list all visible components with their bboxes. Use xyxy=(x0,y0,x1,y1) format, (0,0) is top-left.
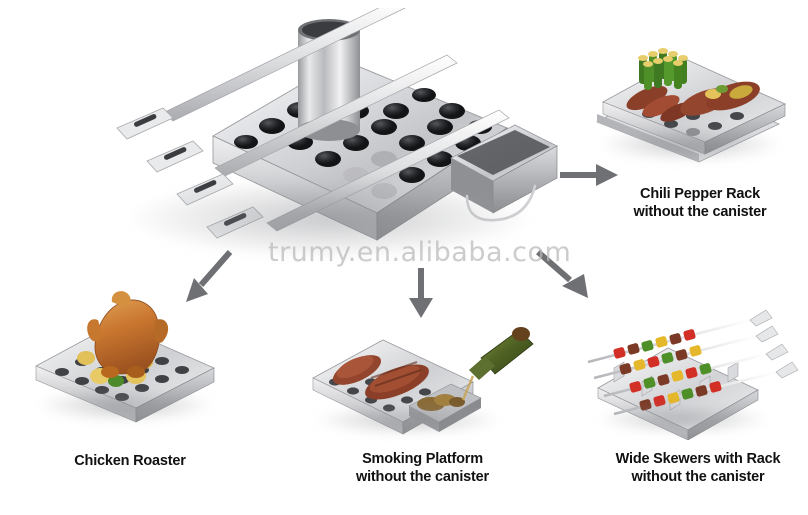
arrow-to-chili-pepper-rack xyxy=(560,164,618,186)
chicken-roaster-label-line1: Chicken Roaster xyxy=(74,453,186,469)
smoking-platform-label-line2: without the canister xyxy=(356,469,489,486)
caption-chili-pepper-rack: Chili Pepper Rack without the canister xyxy=(600,185,800,221)
arrow-to-chicken-roaster xyxy=(186,250,233,302)
wide-skewers-shadow xyxy=(598,404,768,434)
roast-chicken xyxy=(87,291,169,378)
chili-rack-shadow xyxy=(600,126,780,162)
chicken-roaster-shadow xyxy=(38,388,213,422)
pouring-bottle xyxy=(461,327,534,401)
chip-drawer xyxy=(408,383,482,432)
smoking-platform-image xyxy=(305,320,540,435)
stuffed-peppers xyxy=(638,48,688,90)
wide-skewers-label-line2: without the canister xyxy=(631,469,765,486)
wide-skewers-illustration xyxy=(587,309,799,441)
grilled-meat xyxy=(626,81,760,122)
smoking-platform-illustration xyxy=(312,327,534,435)
arrow-to-wide-skewers xyxy=(536,249,588,298)
skewer-handles xyxy=(116,107,264,239)
hero-rack-illustration xyxy=(116,0,558,241)
chili-pepper-rack-image xyxy=(585,30,800,165)
skewer-rails xyxy=(162,0,510,232)
arrow-to-smoking-platform xyxy=(409,268,433,318)
wide-skewers-image xyxy=(580,300,802,441)
smoking-platform-label-line1: Smoking Platform xyxy=(362,451,483,467)
caption-chicken-roaster: Chicken Roaster xyxy=(30,452,230,470)
chili-pepper-rack-label-line2: without the canister xyxy=(633,204,767,221)
wide-skewers-label-line1: Wide Skewers with Rack xyxy=(615,451,781,467)
caption-smoking-platform: Smoking Platform without the canister xyxy=(315,450,530,486)
smoking-platform-shadow xyxy=(315,405,500,435)
hero-shadow xyxy=(130,178,530,258)
side-drawer xyxy=(450,124,558,222)
chicken-roaster-illustration xyxy=(34,291,216,423)
kebab-skewers xyxy=(587,309,799,416)
steaks xyxy=(332,355,429,400)
chili-pepper-rack-label-line1: Chili Pepper Rack xyxy=(640,186,760,202)
chili-rack-illustration xyxy=(596,48,787,163)
caption-wide-skewers: Wide Skewers with Rack without the canis… xyxy=(588,450,808,486)
hero-product-image xyxy=(95,0,565,258)
chicken-roaster-image xyxy=(28,280,228,425)
